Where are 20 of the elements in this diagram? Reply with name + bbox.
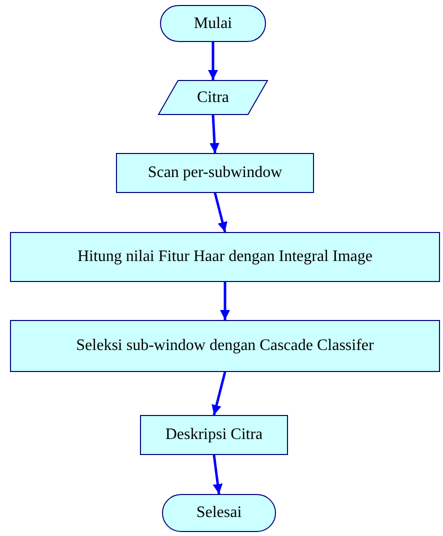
input-parallelogram <box>158 80 268 115</box>
terminator-shape <box>162 494 276 532</box>
node-label: Hitung nilai Fitur Haar dengan Integral Image <box>77 248 372 266</box>
process-box <box>116 153 314 193</box>
arrow <box>220 282 230 320</box>
terminator-shape <box>160 5 266 42</box>
arrow <box>212 454 223 494</box>
node-label: Scan per-subwindow <box>148 164 282 182</box>
arrow <box>214 192 228 232</box>
arrow <box>212 372 226 416</box>
node-label: Deskripsi Citra <box>165 426 263 444</box>
node-label: Citra <box>197 88 229 106</box>
process-box <box>10 320 440 372</box>
arrow <box>208 42 218 80</box>
node-label: Selesai <box>196 504 242 522</box>
arrow <box>209 114 220 154</box>
process-box <box>10 232 440 282</box>
process-box <box>140 415 288 455</box>
node-label: Mulai <box>194 14 232 32</box>
node-label: Seleksi sub-window dengan Cascade Classifer <box>76 337 374 355</box>
